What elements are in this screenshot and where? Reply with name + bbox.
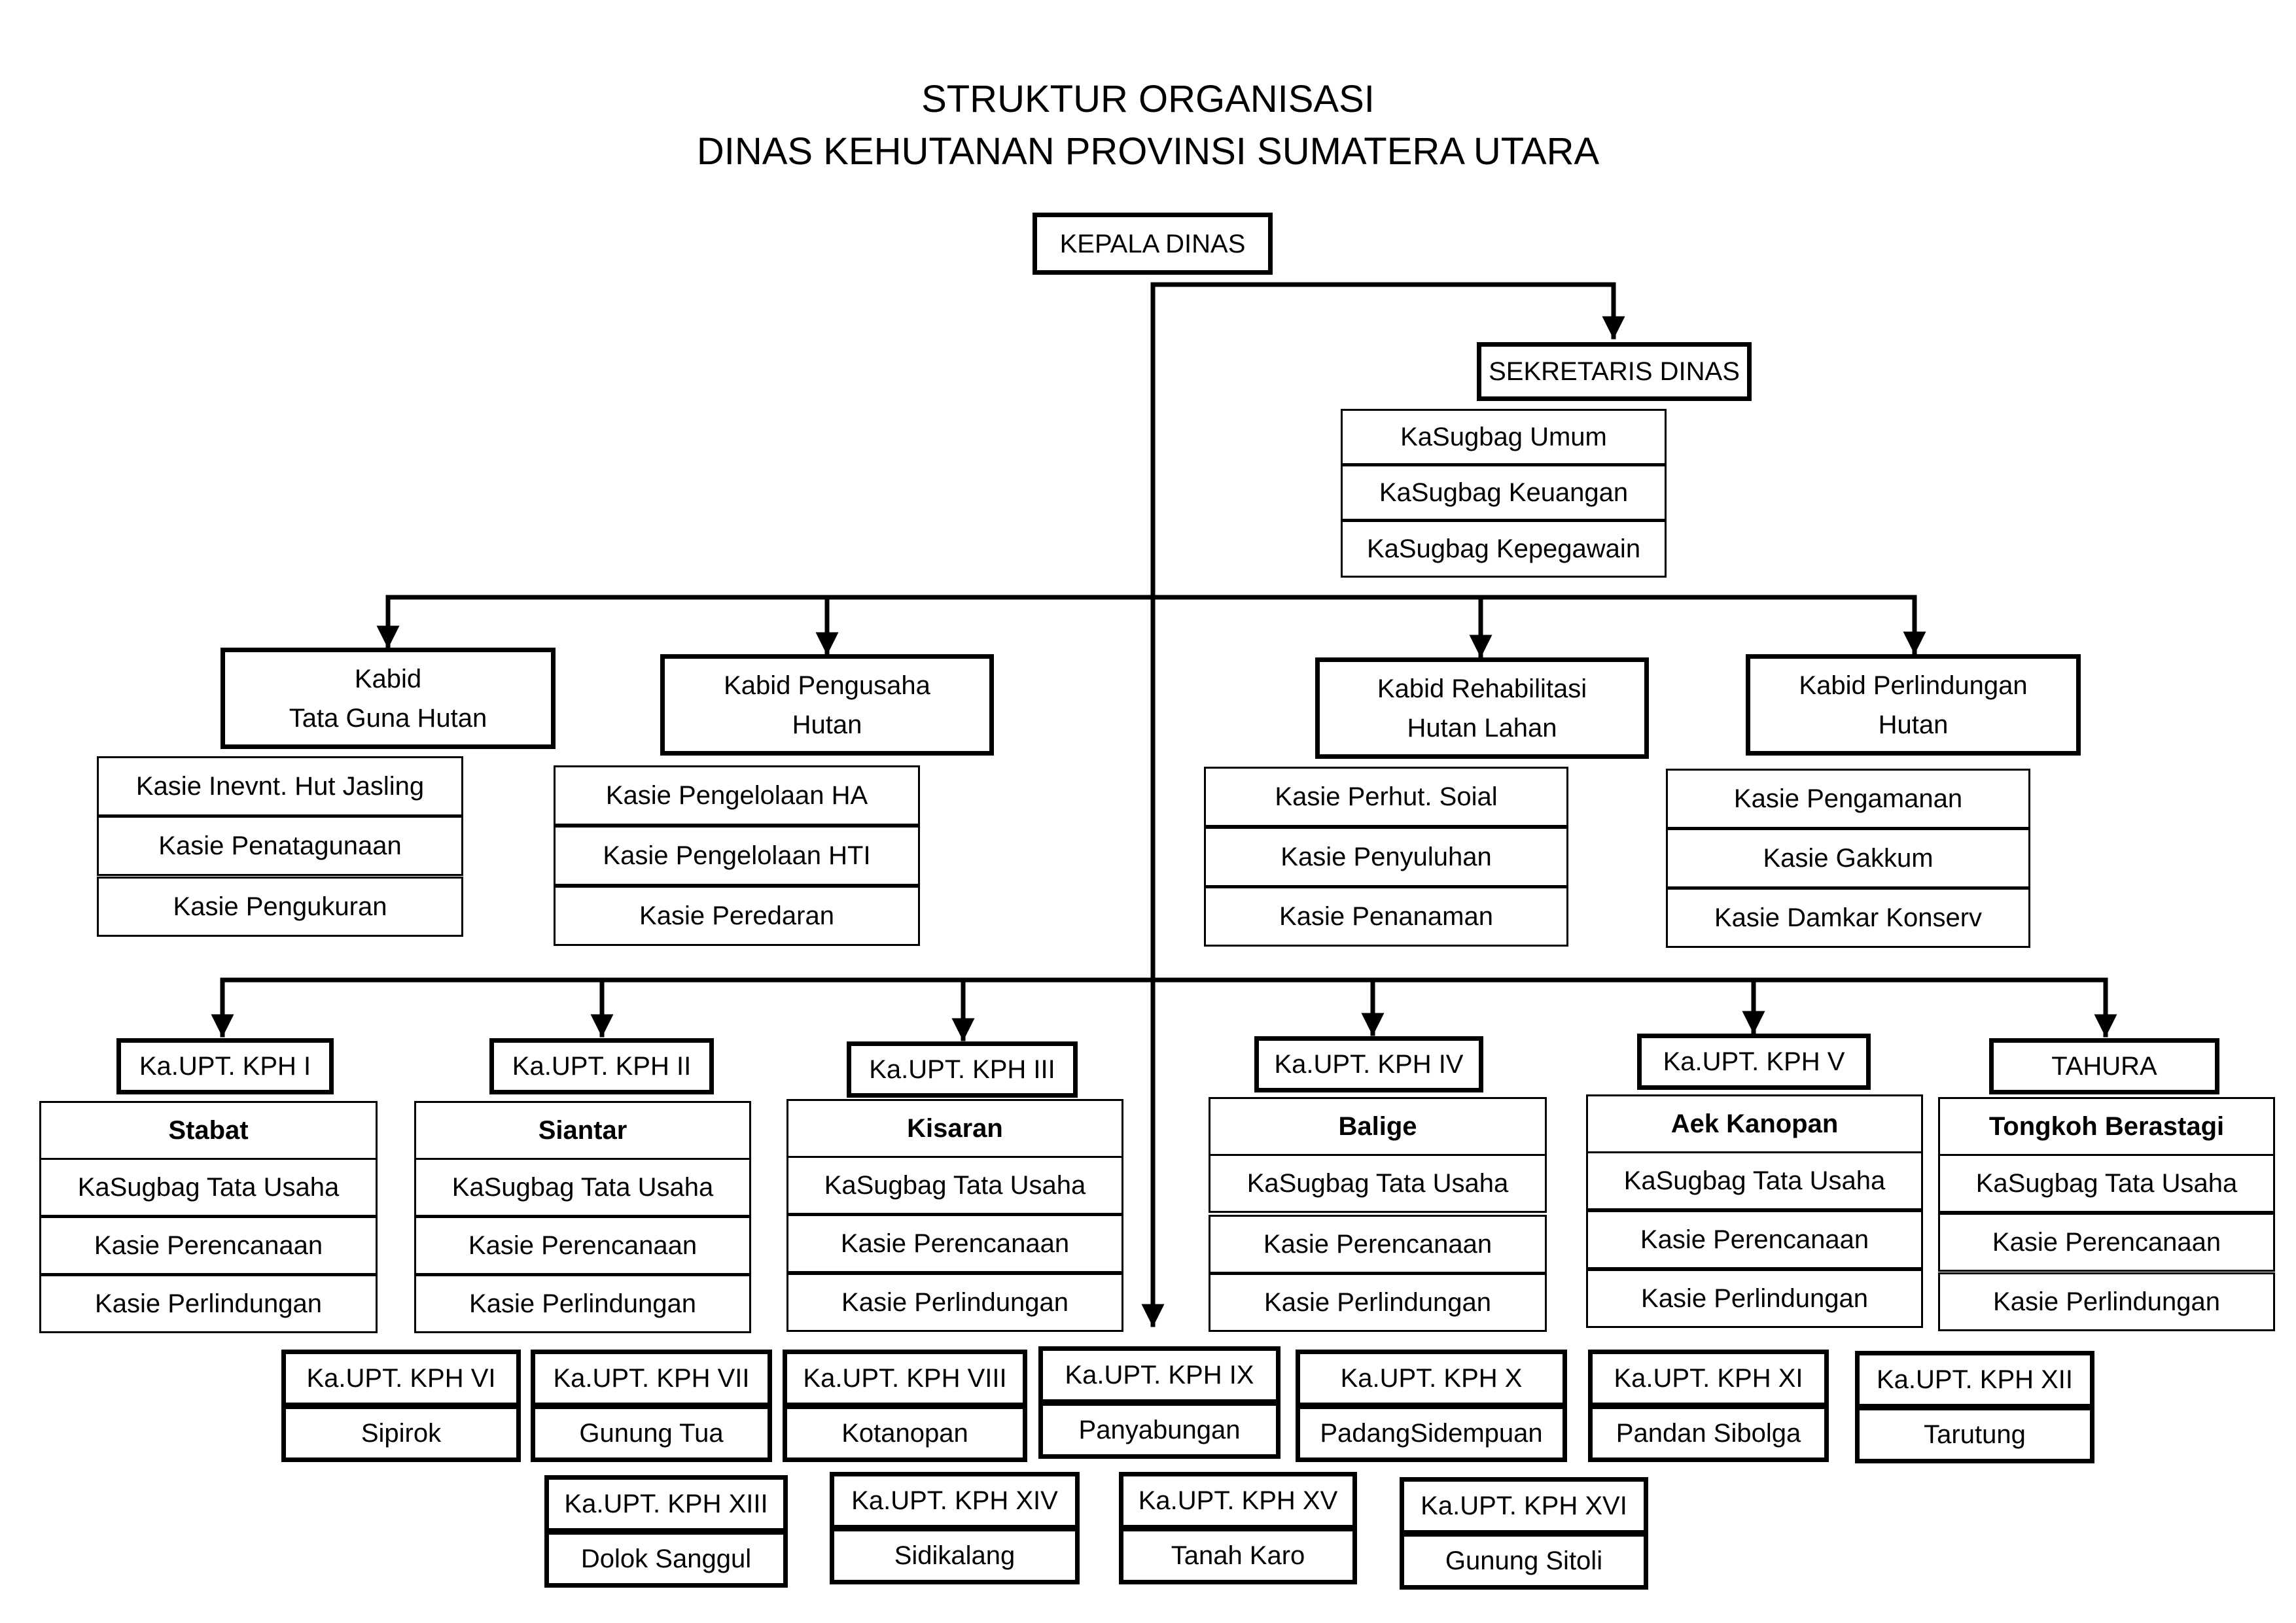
upt-title-4: Ka.UPT. KPH IV (1254, 1036, 1483, 1092)
kph-location-xi: Pandan Sibolga (1588, 1405, 1829, 1462)
kph-title-xiii: Ka.UPT. KPH XIII (544, 1475, 788, 1533)
kph-title-xiv: Ka.UPT. KPH XIV (830, 1472, 1080, 1529)
kph-location-vii: Gunung Tua (531, 1405, 772, 1462)
upt-location-3: Kisaran (786, 1099, 1123, 1158)
upt-2-section-2: Kasie Perencanaan (414, 1216, 751, 1275)
division-4-section-1: Kasie Pengamanan (1666, 769, 2030, 829)
upt-4-section-1: KaSugbag Tata Usaha (1209, 1154, 1547, 1213)
division-title-3-line-2: Hutan Lahan (1407, 713, 1557, 742)
division-3-section-3: Kasie Penanaman (1204, 886, 1568, 947)
kph-title-xii: Ka.UPT. KPH XII (1855, 1351, 2094, 1408)
upt-title-5: Ka.UPT. KPH V (1637, 1034, 1871, 1090)
upt-title-3: Ka.UPT. KPH III (847, 1041, 1078, 1098)
upt-4-section-2: Kasie Perencanaan (1209, 1215, 1547, 1274)
division-2-section-3: Kasie Peredaran (554, 886, 920, 946)
division-2-section-2: Kasie Pengelolaan HTI (554, 826, 920, 886)
division-title-2: Kabid Pengusaha Hutan (660, 654, 994, 756)
upt-6-section-2: Kasie Perencanaan (1938, 1213, 2275, 1272)
upt-title-2: Ka.UPT. KPH II (489, 1038, 714, 1094)
kph-location-xv: Tanah Karo (1119, 1527, 1357, 1584)
kph-title-vii: Ka.UPT. KPH VII (531, 1350, 772, 1407)
upt-location-5: Aek Kanopan (1586, 1094, 1923, 1153)
division-3-section-1: Kasie Perhut. Soial (1204, 767, 1568, 827)
division-title-1-line-1: Kabid (354, 664, 422, 693)
upt-3-section-2: Kasie Perencanaan (786, 1214, 1123, 1273)
division-4-section-3: Kasie Damkar Konserv (1666, 888, 2030, 948)
kph-title-xv: Ka.UPT. KPH XV (1119, 1472, 1357, 1529)
division-title-3: Kabid Rehabilitasi Hutan Lahan (1315, 657, 1649, 759)
chart-title-line-1: STRUKTUR ORGANISASI (921, 78, 1375, 120)
head-box: KEPALA DINAS (1033, 213, 1273, 275)
secretariat-subunit-3: KaSugbag Kepegawain (1341, 520, 1667, 578)
upt-1-section-3: Kasie Perlindungan (39, 1274, 378, 1333)
secretariat-subunit-1: KaSugbag Umum (1341, 409, 1667, 465)
division-2-section-1: Kasie Pengelolaan HA (554, 765, 920, 826)
division-1-section-3: Kasie Pengukuran (97, 877, 463, 937)
upt-location-4: Balige (1209, 1097, 1547, 1156)
division-title-3-line-1: Kabid Rehabilitasi (1377, 674, 1587, 703)
kph-title-xvi: Ka.UPT. KPH XVI (1400, 1477, 1648, 1535)
kph-title-ix: Ka.UPT. KPH IX (1038, 1346, 1280, 1404)
upt-5-section-2: Kasie Perencanaan (1586, 1210, 1923, 1269)
upt-3-section-1: KaSugbag Tata Usaha (786, 1156, 1123, 1215)
division-title-1-line-2: Tata Guna Hutan (289, 703, 487, 733)
division-title-4-line-1: Kabid Perlindungan (1799, 671, 2028, 700)
upt-6-section-3: Kasie Perlindungan (1938, 1272, 2275, 1331)
upt-title-1: Ka.UPT. KPH I (116, 1038, 334, 1094)
upt-6-section-1: KaSugbag Tata Usaha (1938, 1154, 2275, 1213)
kph-location-xiv: Sidikalang (830, 1527, 1080, 1584)
division-1-section-1: Kasie Inevnt. Hut Jasling (97, 756, 463, 816)
division-4-section-2: Kasie Gakkum (1666, 828, 2030, 888)
upt-2-section-1: KaSugbag Tata Usaha (414, 1158, 751, 1217)
division-3-section-2: Kasie Penyuluhan (1204, 827, 1568, 887)
kph-location-xiii: Dolok Sanggul (544, 1530, 788, 1588)
upt-location-1: Stabat (39, 1101, 378, 1160)
kph-title-x: Ka.UPT. KPH X (1296, 1350, 1567, 1407)
upt-1-section-1: KaSugbag Tata Usaha (39, 1158, 378, 1217)
kph-location-xii: Tarutung (1855, 1406, 2094, 1463)
upt-1-section-2: Kasie Perencanaan (39, 1216, 378, 1275)
kph-title-vi: Ka.UPT. KPH VI (281, 1350, 521, 1407)
division-title-2-line-2: Hutan (792, 710, 862, 739)
kph-location-vi: Sipirok (281, 1405, 521, 1462)
division-title-2-line-1: Kabid Pengusaha (724, 671, 930, 700)
kph-title-xi: Ka.UPT. KPH XI (1588, 1350, 1829, 1407)
kph-location-viii: Kotanopan (783, 1405, 1027, 1462)
upt-4-section-3: Kasie Perlindungan (1209, 1273, 1547, 1332)
division-title-1: Kabid Tata Guna Hutan (221, 648, 556, 749)
division-1-section-2: Kasie Penatagunaan (97, 816, 463, 876)
division-title-4-line-2: Hutan (1878, 710, 1949, 739)
chart-title-line-2: DINAS KEHUTANAN PROVINSI SUMATERA UTARA (696, 130, 1600, 173)
secretariat-subunit-2: KaSugbag Keuangan (1341, 464, 1667, 521)
kph-location-xvi: Gunung Sitoli (1400, 1532, 1648, 1590)
upt-3-section-3: Kasie Perlindungan (786, 1273, 1123, 1332)
upt-location-6: Tongkoh Berastagi (1938, 1097, 2275, 1156)
upt-2-section-3: Kasie Perlindungan (414, 1274, 751, 1333)
secretary-connector (1150, 282, 1625, 340)
upt-5-section-3: Kasie Perlindungan (1586, 1269, 1923, 1328)
kph-title-viii: Ka.UPT. KPH VIII (783, 1350, 1027, 1407)
upt-5-section-1: KaSugbag Tata Usaha (1586, 1151, 1923, 1210)
upt-location-2: Siantar (414, 1101, 751, 1160)
kph-location-ix: Panyabungan (1038, 1401, 1280, 1459)
division-title-4: Kabid Perlindungan Hutan (1746, 654, 2081, 756)
kph-location-x: PadangSidempuan (1296, 1405, 1567, 1462)
secretary-box: SEKRETARIS DINAS (1477, 342, 1752, 401)
upt-title-6: TAHURA (1989, 1038, 2219, 1094)
